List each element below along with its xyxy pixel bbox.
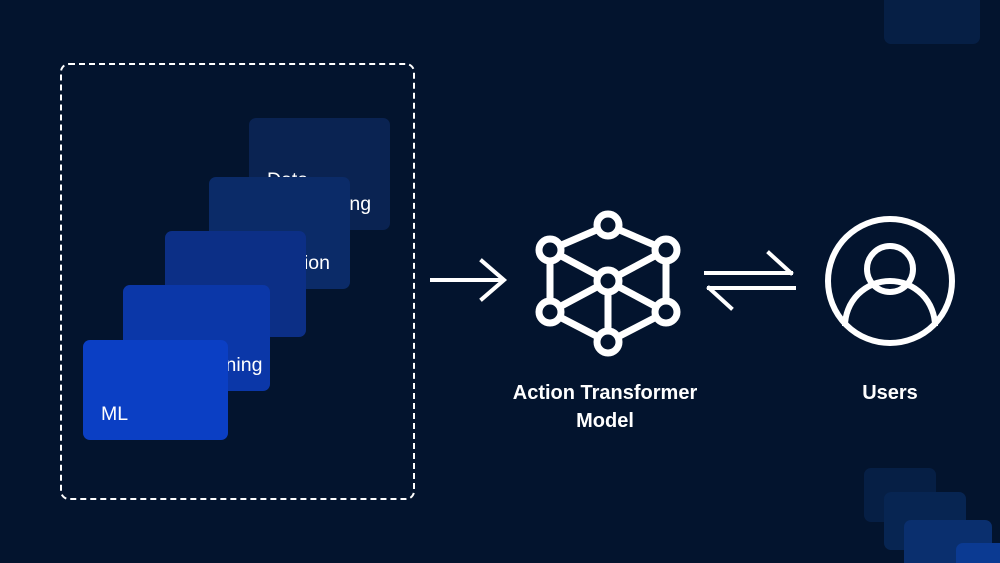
capability-card-ml[interactable]: ML <box>83 340 228 440</box>
capability-card-label: ML <box>101 403 129 425</box>
deco-top-right-b <box>884 0 980 44</box>
deco-bottom-right-d <box>956 543 1000 563</box>
users-caption: Users <box>862 382 918 404</box>
bidirectional-arrow-icon <box>704 250 796 311</box>
capability-group-frame <box>60 63 415 500</box>
hexagon-network-icon <box>535 210 681 357</box>
model-caption: Action Transformer Model <box>512 382 698 432</box>
user-avatar-icon <box>825 216 955 346</box>
right-arrow-icon <box>430 258 508 302</box>
